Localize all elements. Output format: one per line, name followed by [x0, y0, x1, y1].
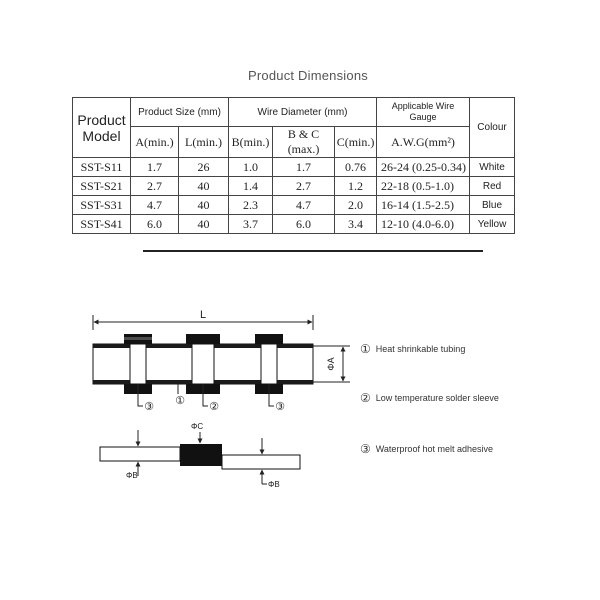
cell-bc-max: 1.7	[272, 157, 336, 177]
cell-c-min: 0.76	[334, 157, 378, 177]
section-divider	[143, 250, 483, 252]
dimension-b-left-label: ΦB	[126, 471, 138, 480]
cell-a-min: 6.0	[130, 214, 179, 234]
dimension-l: L	[92, 309, 314, 330]
cell-b-min: 3.7	[228, 214, 274, 234]
svg-text:②: ②	[209, 400, 219, 413]
heat-shrink-connector	[92, 334, 314, 394]
svg-text:①: ①	[175, 394, 185, 407]
cell-colour: Yellow	[469, 214, 516, 234]
cell-model: SST-S41	[72, 214, 131, 234]
product-dimensions-table: Product Model Product Size (mm) Wire Dia…	[72, 97, 516, 234]
cell-c-min: 1.2	[334, 176, 378, 196]
callout-2: ②	[202, 384, 219, 413]
callout-3-left: ③	[137, 384, 154, 413]
cell-l-min: 40	[177, 214, 230, 234]
table-subheader-row: A(min.) L(min.) B(min.) B & C (max.) C(m…	[73, 126, 515, 158]
dimension-c-label: ΦC	[191, 422, 203, 431]
page-title: Product Dimensions	[248, 68, 368, 83]
cell-l-min: 26	[177, 157, 230, 177]
cell-awg: 12-10 (4.0-6.0)	[376, 214, 471, 234]
header-applicable-gauge: Applicable Wire Gauge	[376, 97, 471, 127]
header-product-model: Product Model	[72, 97, 131, 158]
dimension-a: ΦA	[313, 345, 350, 383]
cell-b-min: 1.0	[228, 157, 274, 177]
subheader-awg: A.W.G(mm²)	[376, 126, 471, 158]
cell-model: SST-S11	[72, 157, 131, 177]
callout-3-right: ③	[268, 384, 285, 413]
cell-awg: 16-14 (1.5-2.5)	[376, 195, 471, 215]
cell-c-min: 3.4	[334, 214, 378, 234]
svg-text:③: ③	[144, 400, 154, 413]
cell-l-min: 40	[177, 195, 230, 215]
cell-b-min: 1.4	[228, 176, 274, 196]
dimension-a-label: ΦA	[326, 357, 336, 370]
table-row: SST-S41 6.0 40 3.7 6.0 3.4 12-10 (4.0-6.…	[72, 214, 516, 234]
subheader-c-min: C(min.)	[334, 126, 378, 158]
dimension-l-label: L	[200, 309, 206, 321]
dimension-b-right-label: ΦB	[268, 480, 280, 489]
svg-text:③: ③	[275, 400, 285, 413]
subheader-l-min: L(min.)	[177, 126, 230, 158]
table-row: SST-S21 2.7 40 1.4 2.7 1.2 22-18 (0.5-1.…	[72, 176, 516, 196]
wire-section-diagram: ΦB ΦC ΦB	[99, 422, 301, 489]
callout-1: ①	[175, 384, 185, 407]
table-header-row: Product Model Product Size (mm) Wire Dia…	[72, 97, 516, 158]
cell-bc-max: 6.0	[272, 214, 336, 234]
